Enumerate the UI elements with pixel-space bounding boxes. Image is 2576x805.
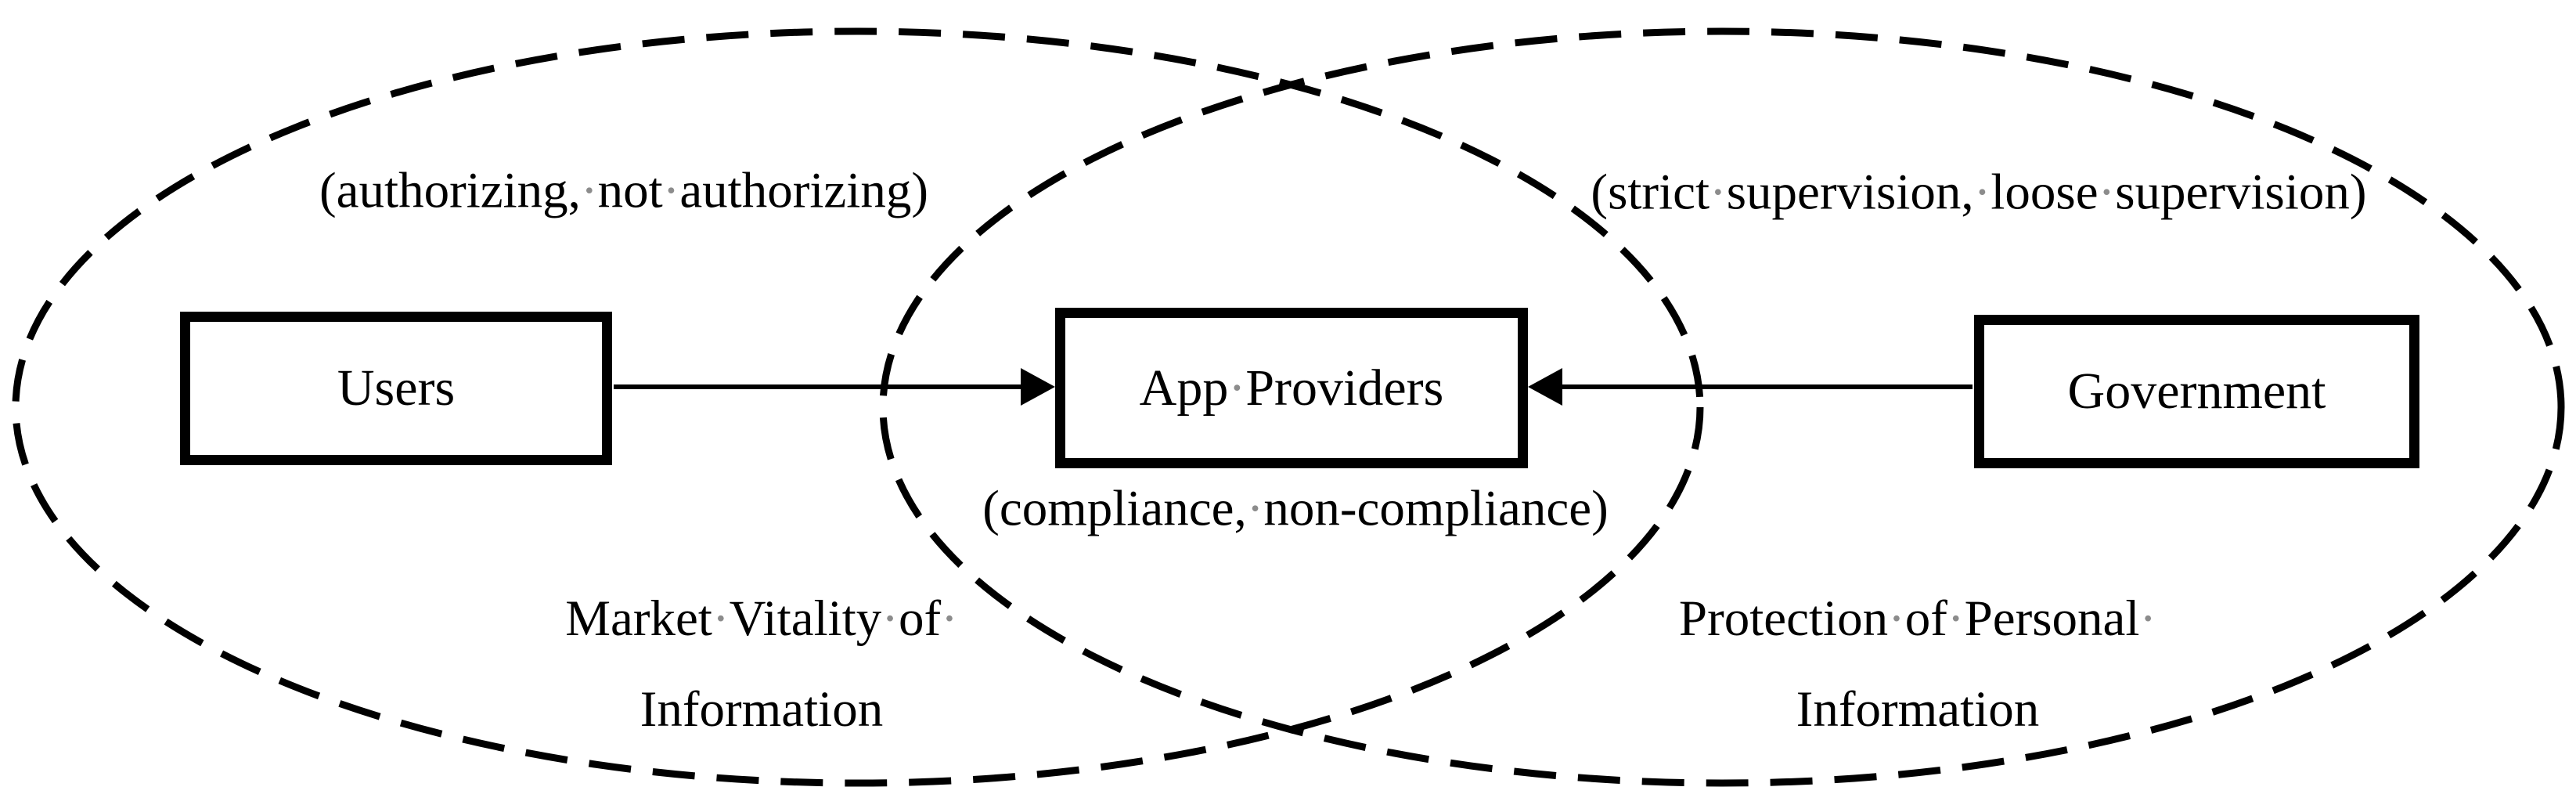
space-mark: · xyxy=(2098,164,2116,221)
space-mark: · xyxy=(1973,164,1991,221)
space-mark: · xyxy=(941,590,958,647)
space-mark: · xyxy=(1246,480,1264,537)
app-providers-node-label: App·Providers xyxy=(1139,359,1444,417)
space-mark: · xyxy=(1947,590,1965,647)
users-strategy-label: (authorizing,·not·authorizing) xyxy=(319,162,928,219)
app-providers-strategy-label: (compliance,·non-compliance) xyxy=(982,480,1609,537)
space-mark: · xyxy=(580,162,598,219)
space-mark: · xyxy=(1888,590,1905,647)
government-strategy-label: (strict·supervision,·loose·supervision) xyxy=(1591,164,2367,221)
left-region-label-line2: Information xyxy=(639,681,884,738)
space-mark: · xyxy=(1710,164,1727,221)
government-node: Government xyxy=(1974,315,2419,468)
users-to-app-arrow xyxy=(614,368,1055,406)
arrowhead-left-icon xyxy=(1528,368,1562,406)
left-region-label-line1: Market·Vitality·of· xyxy=(565,590,958,647)
app-providers-node: App·Providers xyxy=(1055,308,1528,468)
right-ellipse-region-label: Protection·of·Personal· Information xyxy=(1679,573,2156,755)
government-node-label: Government xyxy=(2067,363,2326,420)
government-to-app-arrow xyxy=(1528,368,1973,406)
arrowhead-right-icon xyxy=(1021,368,1055,406)
space-mark: · xyxy=(1228,359,1246,417)
space-mark: · xyxy=(712,590,730,647)
space-mark: · xyxy=(881,590,899,647)
users-node-label: Users xyxy=(337,359,456,417)
right-dashed-ellipse xyxy=(879,27,2565,787)
space-mark: · xyxy=(2139,590,2157,647)
users-node: Users xyxy=(180,312,612,465)
left-ellipse-region-label: Market·Vitality·of· Information xyxy=(565,573,958,755)
right-region-label-line2: Information xyxy=(1796,681,2040,738)
right-region-label-line1: Protection·of·Personal· xyxy=(1678,590,2157,647)
left-dashed-ellipse xyxy=(12,27,1704,787)
space-mark: · xyxy=(662,162,680,219)
